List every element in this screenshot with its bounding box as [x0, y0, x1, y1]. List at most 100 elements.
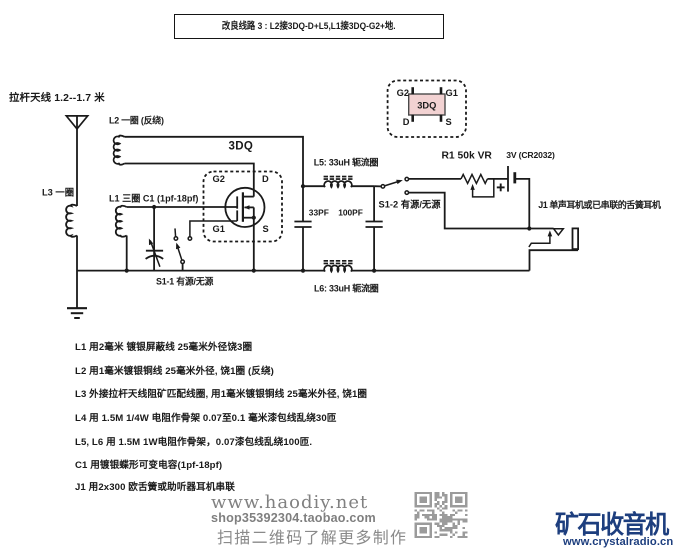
- l1-c1-label: L1 三圈 C1 (1pf-18pf): [109, 193, 198, 203]
- c33-label: 33PF: [309, 207, 329, 217]
- pinout-g2-label: G2: [397, 88, 409, 98]
- terminal-or-dot: [527, 226, 532, 231]
- battery-symbol: [487, 166, 531, 229]
- terminal-or-dot: [404, 190, 410, 196]
- wire-segment: [174, 228, 177, 237]
- symbol-rect: [571, 227, 579, 250]
- wire-l2-to-drain: [124, 162, 255, 197]
- title-text: 改良线路 3 : L2接3DQ-D+L5,L1接3DQ-G2+地.: [222, 20, 396, 32]
- brand-url: www.crystalradio.cn: [563, 535, 674, 548]
- choke-l6-core: [323, 260, 353, 265]
- l5-label: L5: 33uH 轭流圈: [314, 157, 379, 168]
- symbol-rect: [335, 260, 341, 262]
- jack-j1: [528, 227, 579, 271]
- terminal-or-dot: [187, 236, 193, 241]
- choke-l5-core: [323, 175, 353, 180]
- symbol-rect: [329, 175, 335, 178]
- symbol-rect: [348, 178, 353, 180]
- wire-l2-to-l5: [124, 135, 304, 187]
- watermark-scan-hint: 扫描二维码了解更多制作: [217, 529, 408, 547]
- arrowhead: [243, 205, 250, 210]
- junction-dots: [124, 184, 532, 273]
- choke-l5: [303, 175, 382, 189]
- terminal-or-dot: [180, 259, 186, 265]
- arrowhead: [148, 238, 154, 246]
- pinout-chip-label: 3DQ: [417, 100, 436, 110]
- symbol-rect: [342, 262, 347, 265]
- note-c1: C1 用镀银蝶形可变电容(1pf-18pf): [75, 459, 223, 471]
- switch-s1-2: [380, 176, 530, 230]
- symbol-rect: [348, 175, 353, 178]
- symbol-path: [323, 180, 353, 189]
- capacitor-100pf: [365, 186, 383, 271]
- ground-symbol: [67, 307, 87, 319]
- note-l5-l6: L5, L6 用 1.5M 1W电阻作骨架，0.07漆包线乱绕100匝.: [75, 436, 313, 448]
- symbol-rect: [335, 175, 341, 178]
- terminal-or-dot: [251, 215, 256, 220]
- pin-s-label: S: [263, 224, 269, 234]
- note-l4: L4 用 1.5M 1/4W 电阻作骨架 0.07至0.1 毫米漆包线乱绕30匝: [75, 412, 337, 424]
- pinout-s-label: S: [446, 117, 452, 127]
- l2-label: L2 一圈 (反绕): [109, 115, 164, 126]
- terminal-or-dot: [224, 186, 266, 228]
- symbol-rect: [348, 262, 353, 265]
- symbol-path: [323, 264, 353, 274]
- l6-label: L6: 33uH 轭流圈: [314, 282, 379, 293]
- s1-1-label: S1-1 有源/无源: [156, 276, 214, 287]
- wire-segment: [528, 249, 579, 271]
- wire-segment: [408, 191, 530, 230]
- terminal-or-dot: [380, 183, 386, 189]
- symbol-rect: [342, 260, 347, 262]
- resistor-r1: [460, 172, 495, 198]
- terminal-or-dot: [300, 268, 306, 273]
- coil-l2: [112, 134, 125, 166]
- switch-s1-1: [173, 228, 186, 271]
- pinout-g1-label: G1: [446, 88, 458, 98]
- wire-segment: [528, 233, 551, 248]
- symbol-rect: [202, 170, 283, 243]
- symbol-rect: [323, 260, 328, 262]
- symbol-rect: [335, 262, 341, 265]
- wire-segment: [149, 240, 161, 268]
- wire-segment: [460, 172, 489, 186]
- l3-label: L3 一圈: [42, 188, 74, 198]
- pin-d-label: D: [262, 174, 269, 184]
- pinout-box: [386, 79, 467, 138]
- c100-label: 100PF: [338, 207, 363, 217]
- capacitor-c1: [145, 207, 164, 271]
- terminal-or-dot: [152, 204, 157, 210]
- r1-label: R1 50k VR: [442, 150, 493, 161]
- symbol-rect: [323, 175, 328, 178]
- transistor-wire-label: 3DQ: [229, 141, 254, 153]
- symbol-rect: [348, 260, 353, 262]
- battery-label: 3V (CR2032): [506, 150, 555, 160]
- pin-g2-label: G2: [213, 174, 225, 184]
- terminal-or-dot: [300, 184, 306, 189]
- wire-segment: [514, 177, 531, 229]
- s1-2-label: S1-2 有源/无源: [379, 198, 442, 209]
- coil-l1: [114, 204, 128, 238]
- note-l2: L2 用1毫米镀银铜线 25毫米外径, 饶1圈 (反绕): [75, 366, 274, 377]
- wire-segment: [189, 220, 238, 237]
- j1-label: J1 单声耳机或已串联的舌簧耳机: [538, 199, 661, 210]
- symbol-rect: [342, 175, 347, 178]
- capacitor-33pf: [294, 186, 312, 271]
- symbol-rect: [329, 262, 335, 265]
- terminal-or-dot: [251, 268, 256, 273]
- watermark-shop: shop35392304.taobao.com: [211, 510, 376, 525]
- terminal-or-dot: [173, 236, 179, 241]
- watermark-site: www.haodiy.net: [211, 492, 369, 513]
- pinout-d-label: D: [403, 117, 410, 127]
- symbol-rect: [335, 178, 341, 180]
- wire-segment: [471, 178, 495, 198]
- symbol-group: [411, 87, 443, 122]
- qr-code-icon: [414, 492, 468, 538]
- coil-l3: [65, 203, 78, 238]
- terminal-or-dot: [404, 176, 410, 182]
- symbol-rect: [323, 262, 328, 265]
- symbol-group: [64, 79, 579, 319]
- terminal-or-dot: [124, 268, 129, 273]
- arrowhead: [396, 179, 403, 185]
